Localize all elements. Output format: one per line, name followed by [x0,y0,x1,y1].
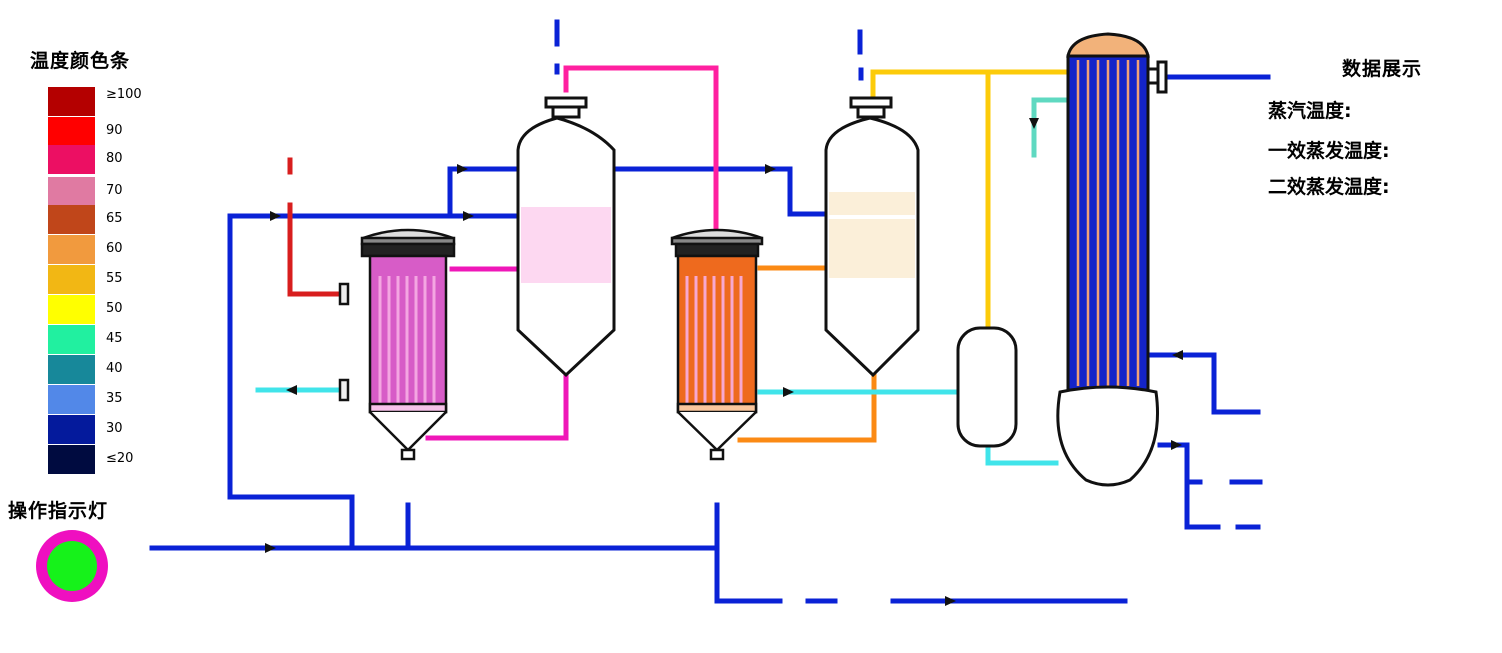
arrow-left-icon [1172,350,1183,360]
legend-swatch-label: 90 [106,123,123,138]
legend-swatch-label: 40 [106,361,123,376]
cooling-water-out [1147,352,1261,415]
legend-swatch-label: 60 [106,241,123,256]
legend-swatch-label: 55 [106,271,123,286]
flow-arrows [265,118,1183,606]
legend-swatch-label: 65 [106,211,123,226]
legend-swatch-label: ≤20 [106,451,134,466]
steam-main-pipe [227,213,521,500]
legend-swatch-label: 70 [106,183,123,198]
legend-swatch [48,205,95,234]
cooling-return-pipe [1031,97,1071,158]
effect2-heater [670,228,764,461]
legend-swatch-label: 35 [106,391,123,406]
arrow-left-icon [286,385,297,395]
legend-swatch [48,445,95,474]
arrow-right-icon [1171,440,1182,450]
vapor-pipe-1 [447,166,521,219]
arrow-down-icon [1029,118,1039,129]
legend-swatch [48,145,95,174]
legend-swatch-label: ≥100 [106,87,142,102]
effect2-temperature-label: 二效蒸发温度: [1268,176,1390,198]
return-pipe [227,494,355,551]
arrow-right-icon [270,211,281,221]
effect1-heater [338,228,456,461]
legend-swatch [48,235,95,264]
steam-temperature-label: 蒸汽温度: [1268,100,1352,122]
legend-swatch-label: 80 [106,151,123,166]
legend-swatch-label: 45 [106,331,123,346]
effect1-circulation-pipe [425,266,569,441]
operation-indicator-light[interactable] [36,530,108,602]
effect1-temperature-label: 一效蒸发温度: [1268,140,1390,162]
indicator-title: 操作指示灯 [8,500,109,522]
cooling-water-in [1157,442,1221,530]
separator-2 [824,96,920,378]
legend-swatch [48,295,95,324]
legend-swatch [48,265,95,294]
legend-swatch [48,117,95,146]
arrow-right-icon [783,387,794,397]
vapor-pipe-2 [611,166,829,217]
legend-swatch [48,385,95,414]
legend-swatch [48,87,95,116]
arrow-right-icon [457,164,468,174]
arrow-right-icon [463,211,474,221]
legend-swatch [48,415,95,444]
separator-1 [516,96,616,378]
effect2-circulation-pipe [737,265,877,443]
vapor-to-condenser-pipe [870,69,1071,331]
legend-swatch [48,355,95,384]
condenser [1056,32,1168,487]
legend-swatch [48,177,95,206]
arrow-right-icon [765,164,776,174]
drain-outlet-pipe [714,502,783,604]
legend-title: 温度颜色条 [30,50,131,72]
legend-swatch-label: 30 [106,421,123,436]
data-display-title: 数据展示 [1342,58,1423,80]
legend-swatch-label: 50 [106,301,123,316]
receiver-tank [956,326,1018,448]
indicator-core [47,541,97,591]
arrow-right-icon [945,596,956,606]
legend-swatch [48,325,95,354]
arrow-right-icon [265,543,276,553]
steam-inlet-pipe [287,157,347,297]
secondary-vapor-pipe [563,65,719,235]
